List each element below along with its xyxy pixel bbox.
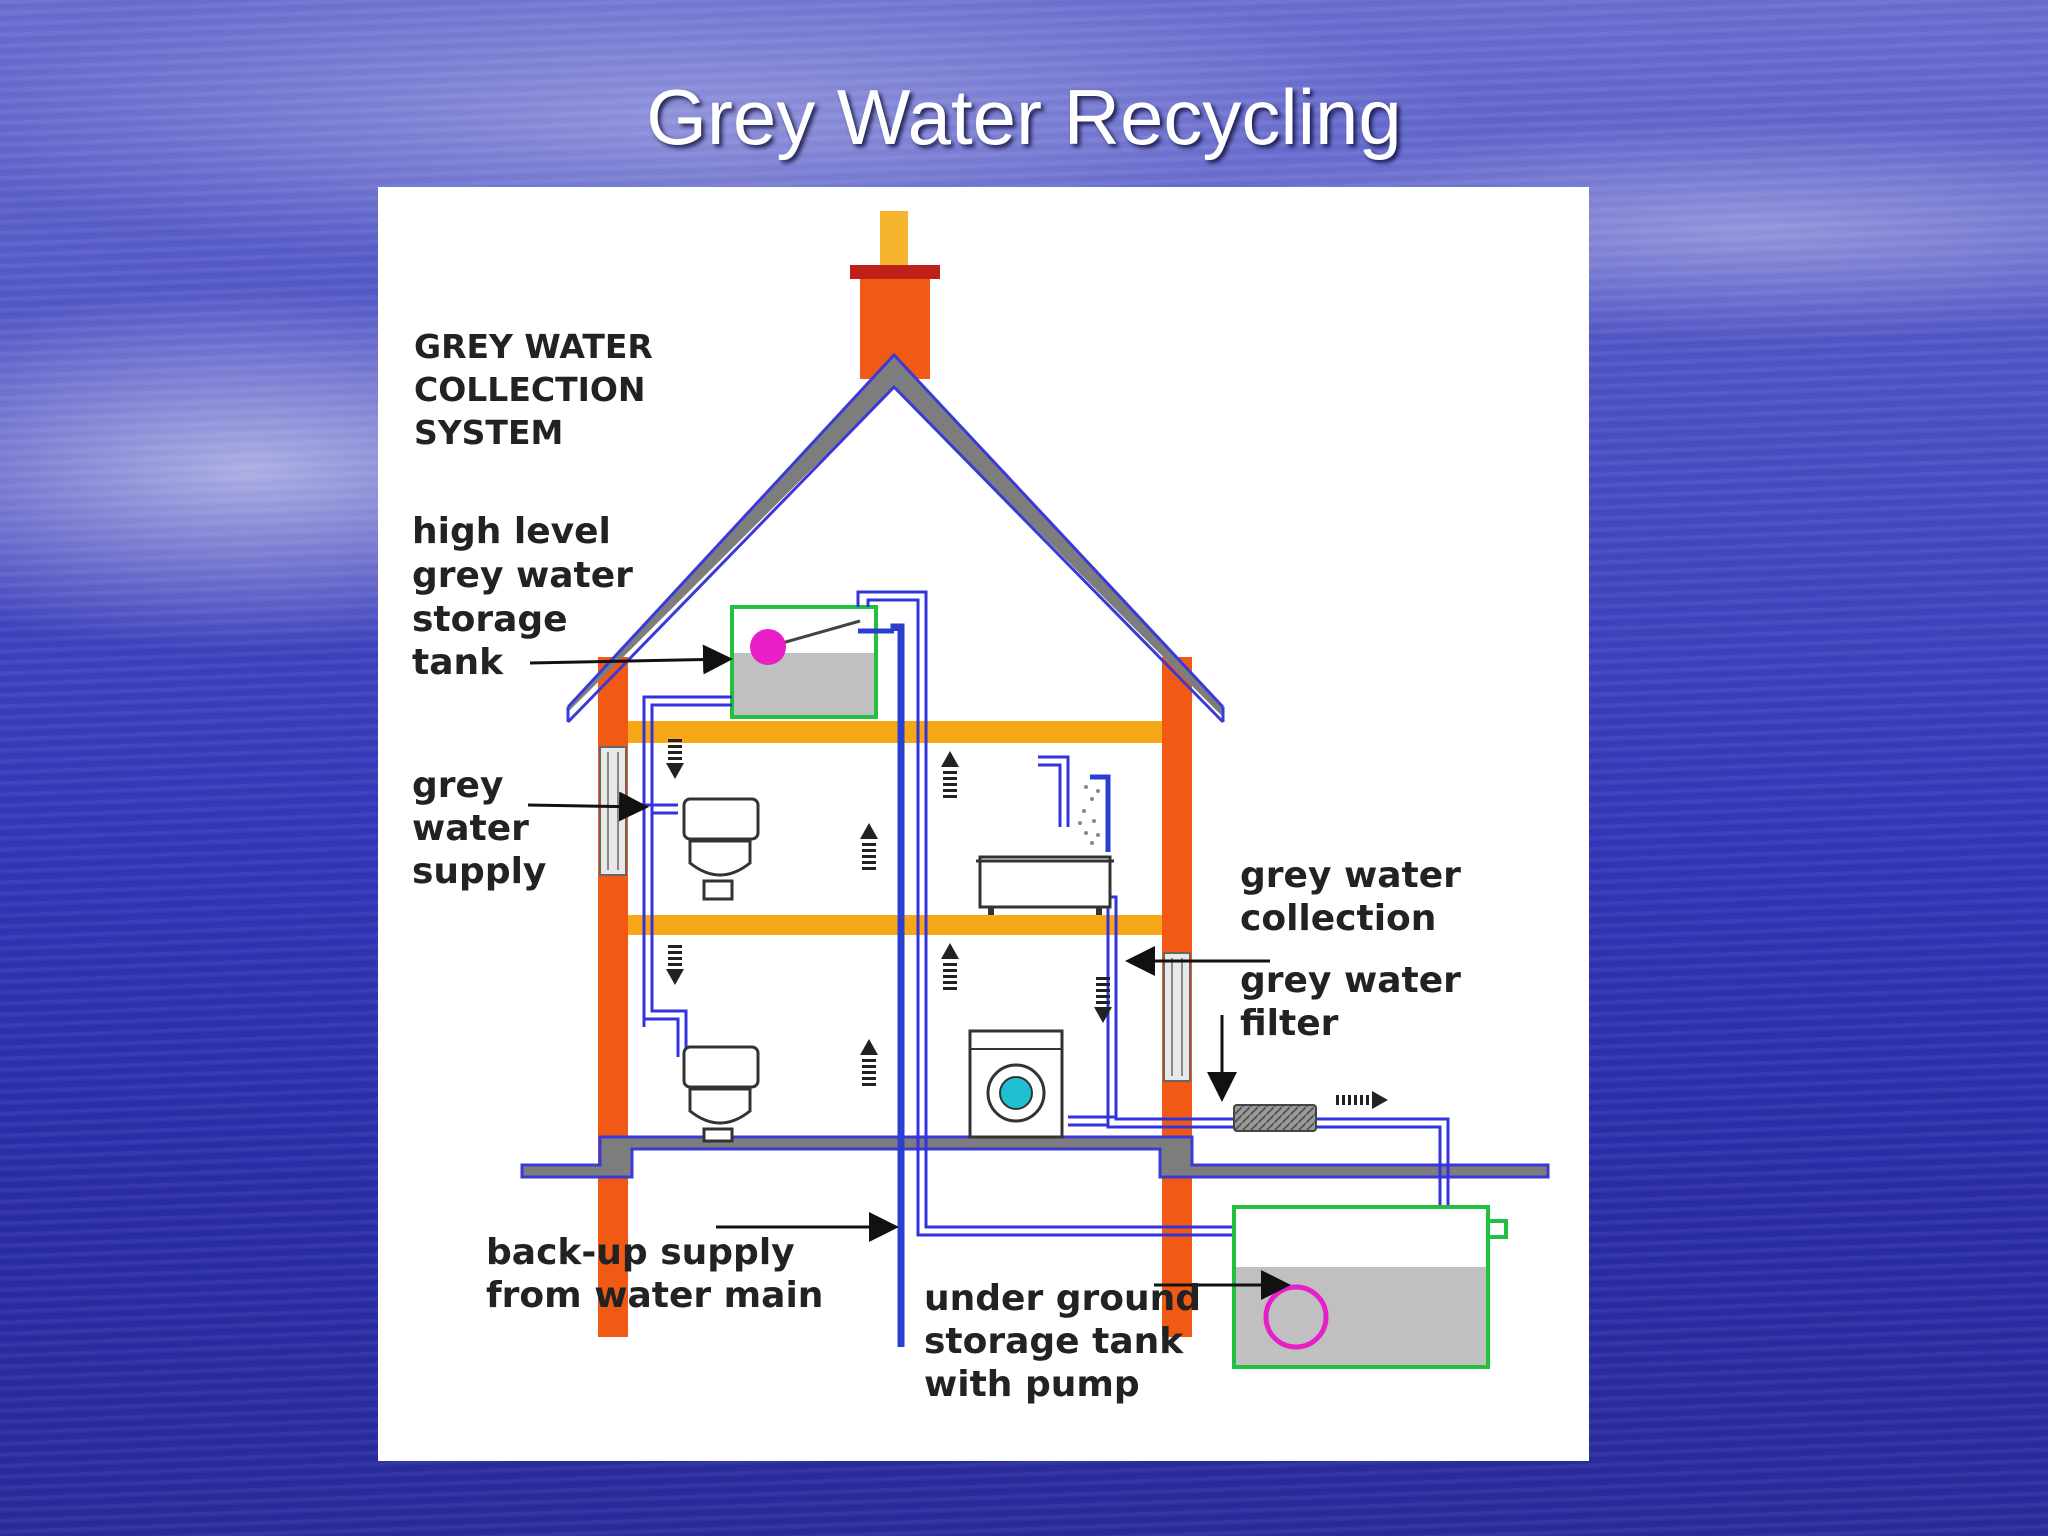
svg-text:storage: storage (412, 599, 568, 640)
high-level-tank-label: high level grey water storage tank (412, 511, 633, 683)
chimney-flue (880, 211, 908, 266)
lower-toilet (682, 1045, 760, 1143)
grey-water-supply-label: grey water supply (412, 765, 546, 892)
flow-arrows (666, 739, 1388, 1109)
high-level-tank (730, 605, 878, 719)
diagram-panel: GREY WATER COLLECTION SYSTEM high level … (378, 187, 1589, 1461)
upper-toilet (682, 797, 760, 901)
svg-text:water: water (412, 808, 529, 849)
flow-arrow-down (1094, 977, 1112, 1023)
grey-water-filter (1233, 1104, 1317, 1132)
flow-arrow-right (1336, 1091, 1388, 1109)
roof (566, 352, 1225, 724)
svg-text:under ground: under ground (924, 1278, 1201, 1319)
svg-text:back-up supply: back-up supply (486, 1232, 795, 1273)
svg-text:grey water: grey water (1240, 855, 1461, 896)
upper-floor (628, 721, 1162, 743)
left-window (599, 746, 627, 876)
washing-machine (968, 1029, 1064, 1139)
shower (1078, 774, 1111, 852)
grey-water-collection-label: grey water collection (1240, 855, 1461, 939)
svg-text:grey: grey (412, 765, 503, 806)
pump (1263, 1284, 1329, 1350)
flow-arrow-down (666, 739, 684, 779)
grey-water-diagram: GREY WATER COLLECTION SYSTEM high level … (412, 211, 1550, 1405)
backup-supply-label: back-up supply from water main (486, 1232, 823, 1316)
svg-text:collection: collection (1240, 898, 1436, 939)
slide-title: Grey Water Recycling (646, 73, 1402, 161)
chimney (850, 211, 940, 379)
svg-text:filter: filter (1240, 1003, 1339, 1044)
svg-text:high level: high level (412, 511, 611, 552)
bath (976, 855, 1114, 915)
underground-tank-label: under ground storage tank with pump (924, 1278, 1201, 1405)
svg-text:from water main: from water main (486, 1275, 823, 1316)
right-window (1163, 952, 1191, 1082)
underground-storage-tank (1232, 1205, 1508, 1369)
svg-text:grey water: grey water (412, 555, 633, 596)
float-ball (750, 629, 786, 665)
chimney-cap (850, 265, 940, 279)
flow-arrow-up (860, 823, 878, 870)
heading-label: GREY WATER COLLECTION SYSTEM (414, 327, 653, 452)
flow-arrow-up (941, 943, 959, 990)
svg-text:storage tank: storage tank (924, 1321, 1184, 1362)
flow-arrow-down (666, 945, 684, 985)
svg-text:tank: tank (412, 642, 504, 683)
flow-arrow-up (860, 1039, 878, 1086)
svg-text:with pump: with pump (924, 1364, 1140, 1405)
svg-text:COLLECTION: COLLECTION (414, 370, 646, 409)
ground-slab (520, 1135, 1550, 1179)
svg-text:supply: supply (412, 851, 546, 892)
svg-text:grey water: grey water (1240, 960, 1461, 1001)
svg-text:GREY WATER: GREY WATER (414, 327, 653, 366)
grey-water-filter-label: grey water filter (1240, 960, 1461, 1044)
middle-floor (628, 915, 1162, 935)
svg-text:SYSTEM: SYSTEM (414, 413, 563, 452)
flow-arrow-up (941, 751, 959, 798)
callout-arrows (527, 644, 1291, 1300)
